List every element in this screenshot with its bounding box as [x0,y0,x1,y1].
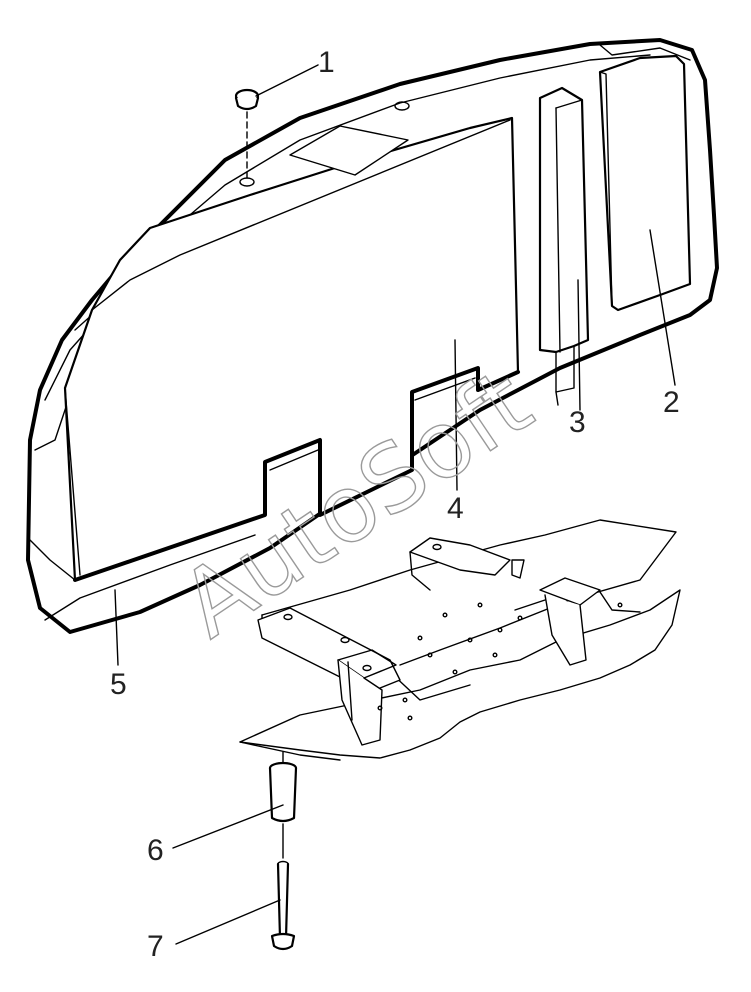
callout-2: 2 [663,386,680,419]
callout-4: 4 [447,492,464,525]
chassis-frame [239,519,681,761]
side-plate-part-2 [598,54,692,312]
vertical-strip-part-3 [538,86,590,406]
callout-1: 1 [318,46,335,79]
callout-7: 7 [147,930,164,963]
callout-5: 5 [110,668,127,701]
callout-6: 6 [147,834,164,867]
plug-part-1 [234,88,410,187]
callout-labels: 1 2 3 4 5 6 7 [110,46,680,963]
bolt-part-7 [270,860,296,951]
callout-3: 3 [569,406,586,439]
leader-lines [114,64,676,945]
front-plate-part-4 [63,116,520,582]
